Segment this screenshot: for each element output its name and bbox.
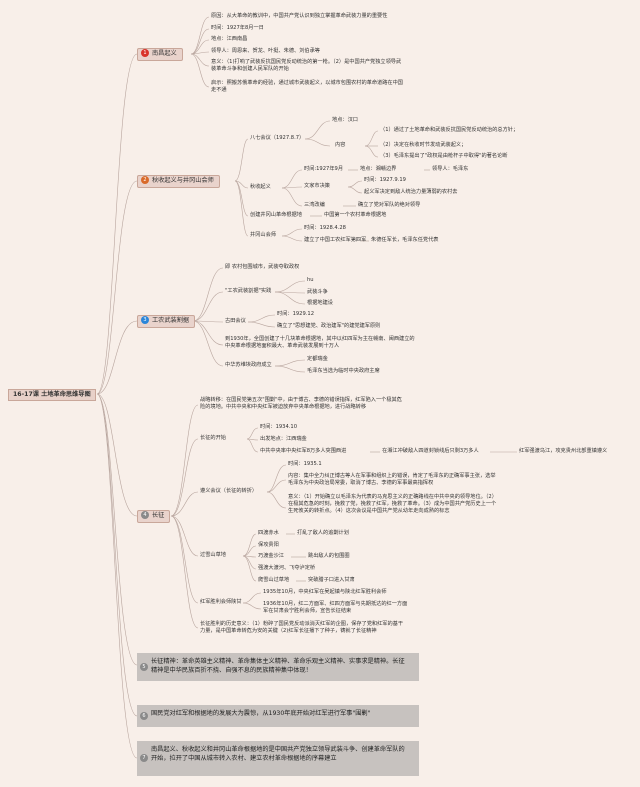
aug7-content: 内容 <box>335 142 346 148</box>
jinggangshan-base: 创建井冈山革命根据地 <box>250 212 302 218</box>
snow-grassland: 过雪山草地 <box>200 552 226 558</box>
route-jinsha-result: 跳出敌人的包围圈 <box>308 553 350 559</box>
uprising-time: 时间:1927年9月 <box>304 166 344 172</box>
nanchang-place: 地点：江西南昌 <box>211 36 248 42</box>
march-route: 中共中央率中央红军8万多人突围西进 <box>260 448 347 454</box>
gutian-meeting: 古田会议 <box>225 318 246 324</box>
zunyi-meeting: 遵义会议（长征的转折） <box>200 488 258 494</box>
number-badge-icon: 3 <box>141 315 149 324</box>
meeting-description: 建立了中国工农红军第四军 <box>304 237 367 243</box>
route-dadu: 强渡大渡河、飞夺泸定桥 <box>258 565 316 571</box>
xiang-river: 在湘江冲破敌人四道封锁线后只剩3万多人 <box>382 448 479 454</box>
strategic-transfer: 战略转移：在国民党第五次"围剿"中，由于博古、李德的错误指挥，红军陷入一个极其危… <box>200 397 402 410</box>
nanchang-reason: 原因：从大革命的教训中，中国共产党认识到独立掌握革命武装力量的重要性 <box>211 13 388 19</box>
guizhou-zunyi: 红军强渡乌江，攻克贵州北部重镇遵义 <box>519 448 608 454</box>
number-badge-icon: 6 <box>140 712 148 720</box>
number-badge-icon: 2 <box>141 175 149 184</box>
route-chishui-result: 打乱了敌人的追剿计划 <box>297 530 349 536</box>
branch-label: 长征 <box>152 512 165 519</box>
root-label: 16-17课 土地革命思维导图 <box>13 391 91 398</box>
nanchang-meaning: 意义：（1)打响了武装反抗国民党反动统治的第一枪。（2）是中国共产党独立领导武装… <box>211 59 402 72</box>
nanchang-leaders: 领导人：周恩来、贺龙、叶挺、朱德、刘伯承等 <box>211 48 320 54</box>
soviet-capital: 定都瑞金 <box>307 356 328 362</box>
summary-text: 长征精神：革命英雄主义精神、革命集体主义精神、革命乐观主义精神、实事求是精神。长… <box>151 658 405 674</box>
gutian-description: 确立了"思想建党、政治建军"的建党建军原则 <box>277 323 381 329</box>
branch-label: 秋收起义与井冈山会师 <box>152 177 214 184</box>
soviet-chairman: 毛泽东当选为临时中央政府主席 <box>307 368 380 374</box>
uprising-location: 地点：湘赣边界 <box>360 166 397 172</box>
zunyi-content: 内容：集中全力纠正博古等人在军事和组织上的错误，肯定了毛泽东的正确军事主张，选举… <box>288 473 496 486</box>
uprising-leader: 领导人：毛泽东 <box>432 166 469 172</box>
jinggangshan-meeting: 井冈山会师 <box>250 232 276 238</box>
root-topic[interactable]: 16-17课 土地革命思维导图 <box>8 389 96 401</box>
practice-item-2: 武装斗争 <box>307 289 328 295</box>
aug7-place: 地点：汉口 <box>332 117 358 123</box>
route-chishui: 四渡赤水 <box>258 530 279 536</box>
aug7-content-1: （1）通过了土地革命和武装反抗国民党反动统治的总方针； <box>380 127 519 133</box>
practice-item-1: hu <box>307 277 314 283</box>
meeting-time: 时间：1928.4.28 <box>304 225 346 231</box>
nanchang-lesson: 启示：照搬苏俄革命的经验，通过城市武装起义，以城市包围农村的革命道路在中国走不通 <box>211 80 403 93</box>
route-guiyang: 保攻贵阳 <box>258 542 279 548</box>
route-snow-result: 突破腊子口进入甘肃 <box>308 577 355 583</box>
zunyi-time: 时间：1935.1 <box>288 461 322 467</box>
bases-1930: 到1930年，全国创建了十几块革命根据地，其中以红四军为主在赣南、闽西建立的中央… <box>225 336 415 349</box>
branch-label: 南昌起义 <box>152 50 177 57</box>
wenjiashi-description: 起义军决定到敌人统治力量薄弱的农村去 <box>364 189 458 195</box>
aug7-content-2: （2）决定在秋收时节发动武装起义； <box>380 142 467 148</box>
historical-significance: 长征胜利的历史意义：（1）粉碎了国民党反动派消灭红军的企图，保存了党和红军的基干… <box>200 621 404 634</box>
wenjiashi-time: 时间：1927.9.19 <box>364 177 406 183</box>
march-start-place: 出发地点：江西瑞金 <box>260 436 307 442</box>
base-description: 中国第一个农村革命根据地 <box>324 212 387 218</box>
separatism-practice: "工农武装割据"实践 <box>225 288 272 294</box>
summary-long-march-spirit[interactable]: 5 长征精神：革命英雄主义精神、革命集体主义精神、革命乐观主义精神、实事求是精神… <box>137 653 419 681</box>
branch-label: 工农武装割据 <box>152 317 190 324</box>
route-jinsha: 巧渡金沙江 <box>258 553 284 559</box>
sanwan-description: 确立了党对军队的绝对领导 <box>358 202 421 208</box>
march-start-time: 时间：1934.10 <box>260 424 298 430</box>
practice-item-3: 根据地建设 <box>307 300 333 306</box>
march-start: 长征的开始 <box>200 435 226 441</box>
summary-text: 国民党对红军和根据地的发展大为震惊，从1930年底开始对红军进行军事"围剿" <box>151 710 371 717</box>
victory-1936: 1936年10月，红二方面军、红四方面军与先期抵达的红一方面军在甘肃会宁胜利会师… <box>263 601 408 614</box>
number-badge-icon: 5 <box>140 663 148 671</box>
victory-meeting: 红军胜利会师陕甘 <box>200 599 242 605</box>
number-badge-icon: 7 <box>140 754 148 762</box>
gutian-time: 时间：1929.12 <box>277 311 315 317</box>
sanwan-reorganization: 三湾改编 <box>304 202 325 208</box>
august-7-meeting: 八七会议（1927.8.7） <box>250 135 305 141</box>
summary-encirclement[interactable]: 6 国民党对红军和根据地的发展大为震惊，从1930年底开始对红军进行军事"围剿" <box>137 705 419 727</box>
soviet-government: 中华苏维埃政府成立 <box>225 362 272 368</box>
summary-armed-struggle[interactable]: 7 南昌起义、秋收起义和井冈山革命根据地的是中国共产党独立领导武装斗争、创建革命… <box>137 741 419 776</box>
revolution-road: 即 农村包围城市，武装夺取政权 <box>225 264 300 270</box>
meeting-leaders: 朱德任军长，毛泽东任党代表 <box>371 237 439 243</box>
zunyi-meaning: 意义：（1）开始确立以毛泽东为代表的马克思主义的正确路线在中共中央的领导地位。（… <box>288 494 497 514</box>
victory-1935: 1935年10月，中央红军在吴起镇与陕北红军胜利会师 <box>263 589 387 595</box>
summary-text: 南昌起义、秋收起义和井冈山革命根据地的是中国共产党独立领导武装斗争、创建革命军队… <box>151 746 405 762</box>
wenjiashi-decision: 文家市决策 <box>304 183 330 189</box>
autumn-uprising: 秋收起义 <box>250 184 271 190</box>
aug7-content-3: （3）毛泽东提出了"政权是由枪杆子中取得"的著名论断 <box>380 153 508 159</box>
number-badge-icon: 1 <box>141 48 149 57</box>
route-snow-mountain: 爬雪山过草地 <box>258 577 290 583</box>
nanchang-time: 时间：1927年8月一日 <box>211 25 264 31</box>
number-badge-icon: 4 <box>141 510 149 519</box>
